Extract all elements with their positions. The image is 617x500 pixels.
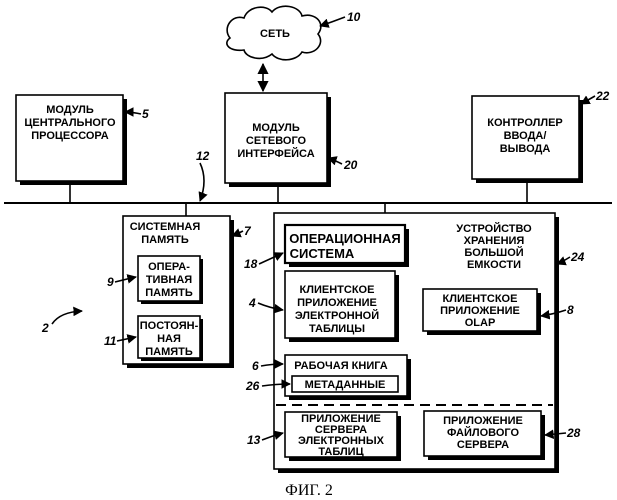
rom-line-3: ПАМЯТЬ	[145, 346, 193, 358]
system-ref-pointer	[52, 311, 82, 324]
io-line-1: КОНТРОЛЛЕР	[487, 117, 563, 129]
ram-line-3: ПАМЯТЬ	[145, 287, 193, 299]
system-memory-ref: 7	[244, 224, 252, 238]
rom-ref: 11	[104, 334, 117, 348]
network-ref-pointer	[320, 17, 345, 26]
storage-ref: 24	[570, 250, 585, 264]
io-controller: КОНТРОЛЛЕР ВВОДА/ ВЫВОДА	[472, 96, 583, 183]
bus-ref-pointer	[200, 163, 204, 201]
storage-line-4: ЕМКОСТИ	[467, 259, 521, 271]
spreadsheet-server-ref: 13	[247, 433, 261, 447]
storage-line-3: БОЛЬШОЙ	[464, 246, 523, 259]
nic-module: МОДУЛЬ СЕТЕВОГО ИНТЕРФЕЙСА	[225, 93, 331, 187]
olap-client-line-3: OLAP	[465, 317, 496, 329]
nic-line-3: ИНТЕРФЕЙСА	[237, 147, 314, 160]
file-server-line-1: ПРИЛОЖЕНИЕ	[443, 415, 523, 427]
workbook-label: РАБОЧАЯ КНИГА	[294, 360, 388, 372]
cpu-line-2: ЦЕНТРАЛЬНОГО	[24, 117, 116, 129]
os-line-1: ОПЕРАЦИОННАЯ	[289, 231, 401, 246]
rom-line-2: НАЯ	[157, 333, 181, 345]
io-line-3: ВЫВОДА	[500, 143, 551, 155]
spreadsheet-client-line-4: ТАБЛИЦЫ	[309, 323, 365, 335]
storage-line-2: ХРАНЕНИЯ	[464, 235, 525, 247]
rom-line-1: ПОСТОЯН-	[140, 320, 199, 332]
file-server-ref: 28	[566, 426, 581, 440]
ram-line-2: ТИВНАЯ	[146, 274, 192, 286]
bus-ref: 12	[196, 149, 210, 163]
spreadsheet-client-line-3: ЭЛЕКТРОННОЙ	[295, 309, 379, 322]
nic-ref: 20	[343, 158, 358, 172]
io-ref-pointer	[581, 96, 595, 104]
cpu-ref-pointer	[125, 112, 141, 114]
cpu-module: МОДУЛЬ ЦЕНТРАЛЬНОГО ПРОЦЕССОРА	[16, 95, 127, 185]
network-ref: 10	[347, 10, 361, 24]
spreadsheet-client-line-2: ПРИЛОЖЕНИЕ	[297, 297, 377, 309]
mass-storage: УСТРОЙСТВО ХРАНЕНИЯ БОЛЬШОЙ ЕМКОСТИ ОПЕР…	[274, 213, 559, 473]
nic-line-1: МОДУЛЬ	[252, 122, 300, 134]
olap-client-line-2: ПРИЛОЖЕНИЕ	[440, 305, 520, 317]
cpu-line-1: МОДУЛЬ	[46, 104, 94, 116]
ram-ref: 9	[107, 275, 114, 289]
file-server-line-2: ФАЙЛОВОГО	[447, 426, 520, 439]
metadata-label: МЕТАДАННЫЕ	[305, 379, 386, 391]
metadata-ref: 26	[245, 379, 260, 393]
file-server-line-3: СЕРВЕРА	[457, 439, 509, 451]
network-label: СЕТЬ	[260, 28, 290, 40]
figure-caption: ФИГ. 2	[285, 482, 333, 499]
nic-line-2: СЕТЕВОГО	[246, 135, 307, 147]
spreadsheet-client-line-1: КЛИЕНТСКОЕ	[300, 284, 375, 296]
io-line-2: ВВОДА/	[504, 130, 547, 142]
workbook-ref: 6	[252, 359, 259, 373]
cpu-ref: 5	[142, 107, 149, 121]
spreadsheet-client-ref: 4	[248, 296, 256, 310]
olap-client-ref: 8	[567, 303, 574, 317]
system-memory-line-2: ПАМЯТЬ	[141, 234, 189, 246]
network-cloud: СЕТЬ	[227, 6, 321, 60]
os-ref: 18	[244, 257, 258, 271]
spreadsheet-server-line-4: ТАБЛИЦ	[318, 446, 363, 458]
olap-client-line-1: КЛИЕНТСКОЕ	[443, 293, 518, 305]
ram-line-1: ОПЕРА-	[148, 261, 190, 273]
system-memory-line-1: СИСТЕМНАЯ	[130, 221, 201, 233]
os-line-2: СИСТЕМА	[290, 246, 355, 261]
system-memory: СИСТЕМНАЯ ПАМЯТЬ ОПЕРА- ТИВНАЯ ПАМЯТЬ ПО…	[123, 216, 234, 368]
io-ref: 22	[595, 89, 610, 103]
storage-line-1: УСТРОЙСТВО	[456, 222, 532, 235]
cpu-line-3: ПРОЦЕССОРА	[31, 130, 109, 142]
system-ref: 2	[41, 321, 49, 335]
